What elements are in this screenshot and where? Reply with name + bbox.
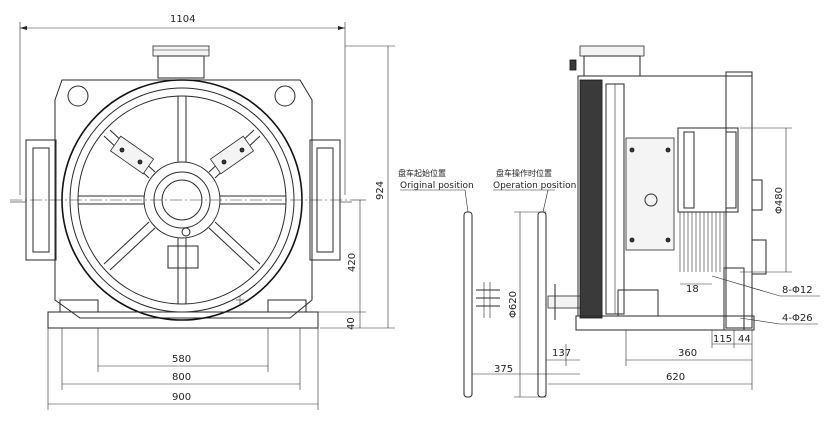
handwheel-positions: 盘车起始位置 Original position 盘车操作时位置 Operati…	[398, 168, 583, 398]
original-position-en: Original position	[400, 181, 474, 191]
operation-position-cn: 盘车操作时位置	[496, 168, 552, 178]
original-position-cn: 盘车起始位置	[398, 168, 446, 178]
front-view: 1104	[10, 14, 395, 410]
dim-44: 44	[738, 334, 751, 345]
side-view: Φ480 18 8-Φ12 4-Φ26 360 115 44 620	[548, 45, 820, 390]
operation-position-en: Operation position	[493, 181, 576, 191]
dim-420: 420	[347, 253, 358, 272]
dim-580: 580	[172, 354, 191, 365]
holes-4-phi26: 4-Φ26	[782, 313, 813, 324]
dim-137: 137	[552, 348, 571, 359]
holes-8-phi12: 8-Φ12	[782, 285, 813, 296]
dim-phi480: Φ480	[774, 187, 785, 214]
dim-375: 375	[494, 364, 513, 375]
dim-800: 800	[172, 372, 191, 383]
dim-620: 620	[666, 372, 685, 383]
dim-18: 18	[686, 284, 699, 295]
dim-360: 360	[678, 348, 697, 359]
brake-left	[109, 135, 155, 175]
dim-1104: 1104	[170, 14, 195, 25]
brake-right	[209, 135, 255, 175]
dim-40: 40	[346, 317, 357, 330]
dim-phi620: Φ620	[508, 291, 519, 318]
dim-900: 900	[172, 392, 191, 403]
dim-115: 115	[713, 334, 732, 345]
dim-924: 924	[375, 181, 386, 200]
